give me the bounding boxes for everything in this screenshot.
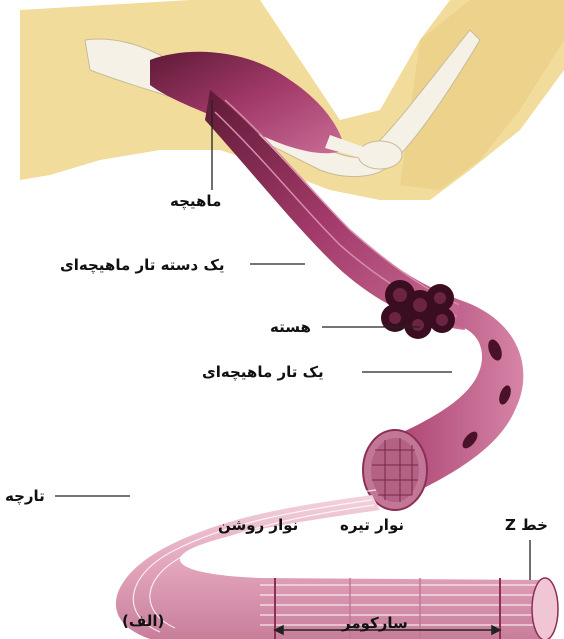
band-brackets <box>260 570 490 578</box>
label-nucleus: هسته <box>270 320 311 335</box>
label-light-band: نوار روشن <box>218 518 298 533</box>
label-sarcomere: سارکومر <box>342 616 408 631</box>
label-myofibril: تارچه <box>5 489 45 504</box>
label-muscle: ماهیچه <box>170 194 221 209</box>
label-fascicle: یک دسته تار ماهیچه‌ای <box>60 258 224 273</box>
label-muscle-fiber: یک تار ماهیچه‌ای <box>202 365 324 380</box>
label-figure-tag: (الف) <box>122 614 164 629</box>
myofibril <box>108 490 558 639</box>
label-z-line: خط Z <box>505 518 548 533</box>
myofibril-end <box>532 578 558 639</box>
label-dark-band: نوار تیره <box>340 518 404 533</box>
